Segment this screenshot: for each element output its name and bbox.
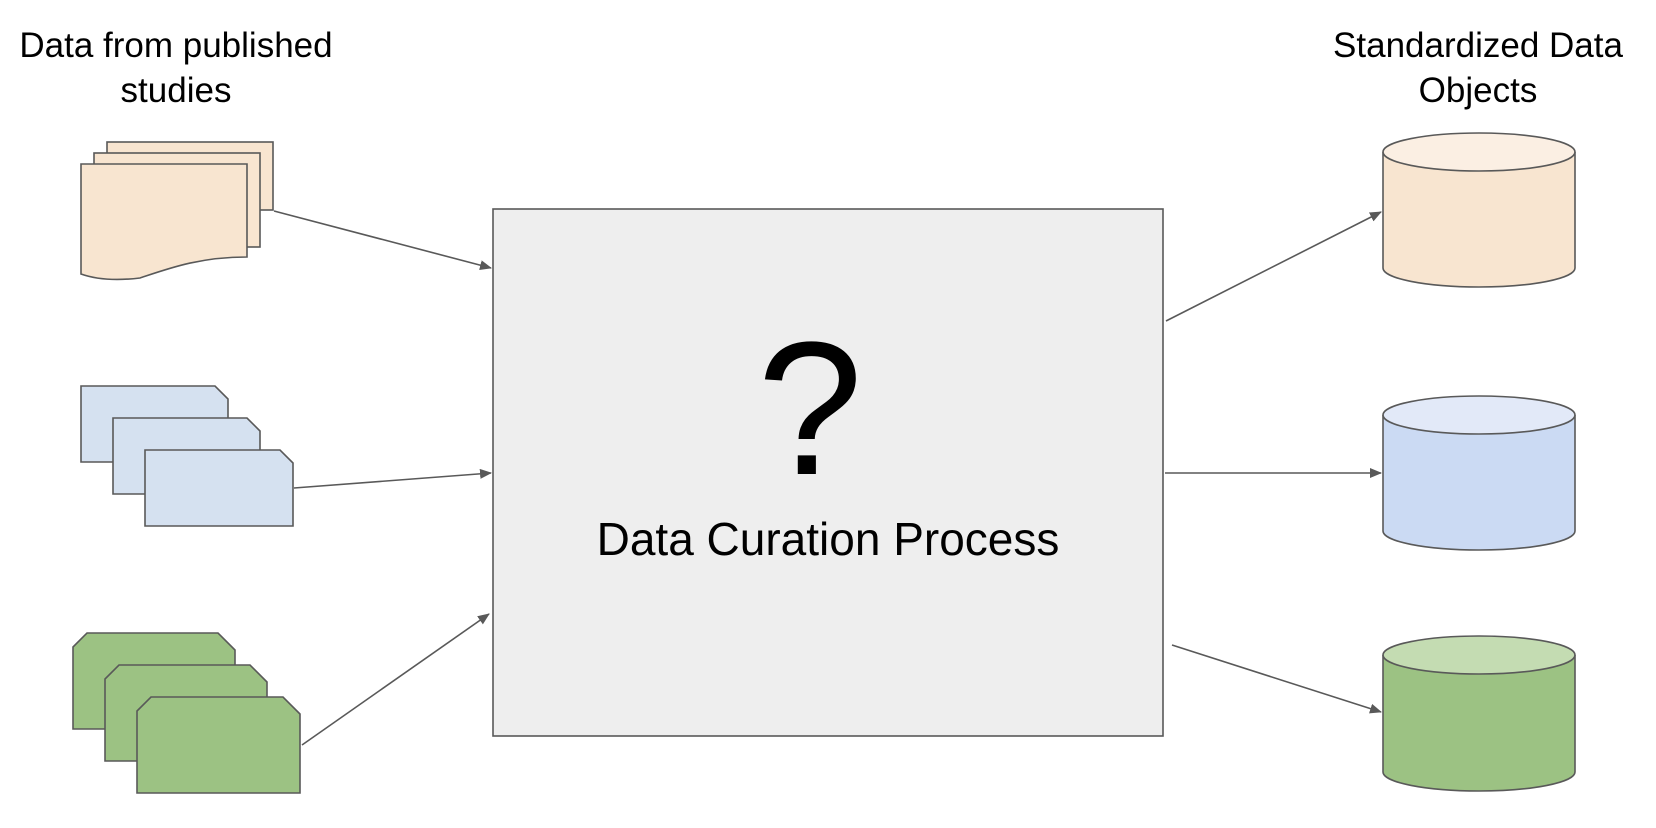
question-mark-icon: ?	[757, 303, 863, 515]
inputs-title-line2: studies	[121, 71, 232, 110]
multi-document-icon-orange	[80, 141, 274, 281]
arrow-process-to-green-db	[1171, 644, 1382, 714]
process-box	[492, 208, 1164, 737]
stacked-cards-icon-blue	[80, 385, 294, 527]
arrow-process-to-orange-db	[1165, 211, 1382, 322]
outputs-title-line1: Standardized Data	[1333, 26, 1623, 65]
outputs-title-line2: Objects	[1419, 71, 1538, 110]
database-icon-green	[1382, 635, 1576, 792]
process-label: Data Curation Process	[597, 513, 1060, 565]
database-icon-orange	[1382, 132, 1576, 288]
stacked-cards-icon-green	[72, 632, 301, 794]
arrow-blue-to-process	[293, 468, 492, 489]
database-icon-blue	[1382, 395, 1576, 551]
inputs-title-line1: Data from published	[19, 26, 332, 65]
arrow-green-to-process	[301, 613, 490, 746]
arrow-orange-to-process	[273, 210, 492, 271]
